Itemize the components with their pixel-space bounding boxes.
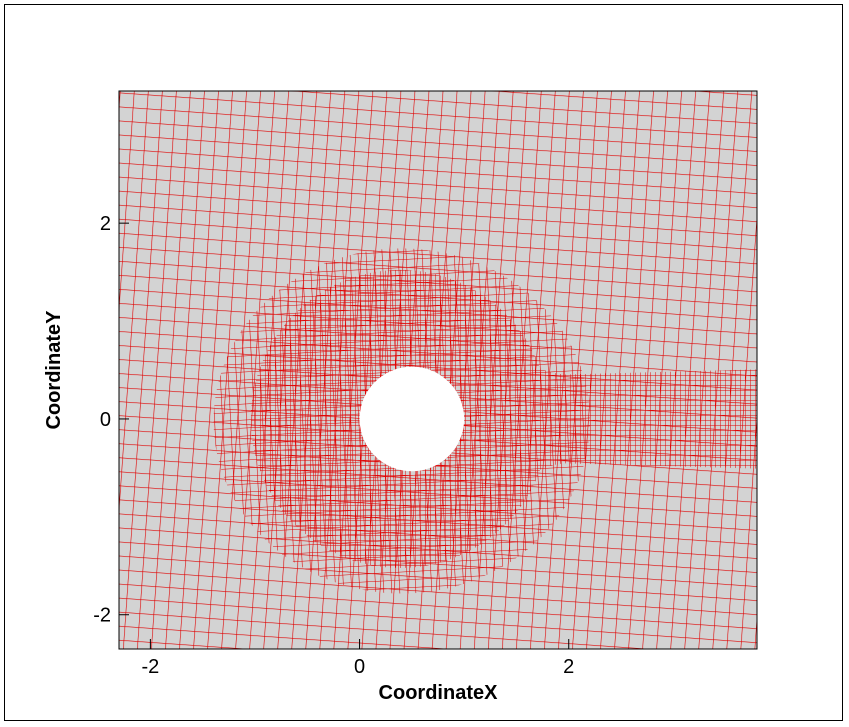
y-axis-title: CoordinateY: [43, 310, 65, 430]
y-tick-label: 0: [100, 409, 111, 431]
x-tick-label: 0: [354, 656, 365, 678]
wake-refinement-zone: [411, 327, 757, 511]
x-axis: -2 0 2: [141, 639, 574, 678]
x-tick-label: -2: [141, 656, 159, 678]
x-axis-title: CoordinateX: [379, 682, 499, 704]
x-tick-label: 2: [563, 656, 574, 678]
y-axis: -2 0 2: [93, 213, 129, 627]
y-tick-label: 2: [100, 213, 111, 235]
cylinder: [359, 366, 465, 472]
y-tick-label: -2: [93, 605, 111, 627]
plot-border: [118, 90, 758, 650]
mesh-area: [119, 91, 757, 649]
